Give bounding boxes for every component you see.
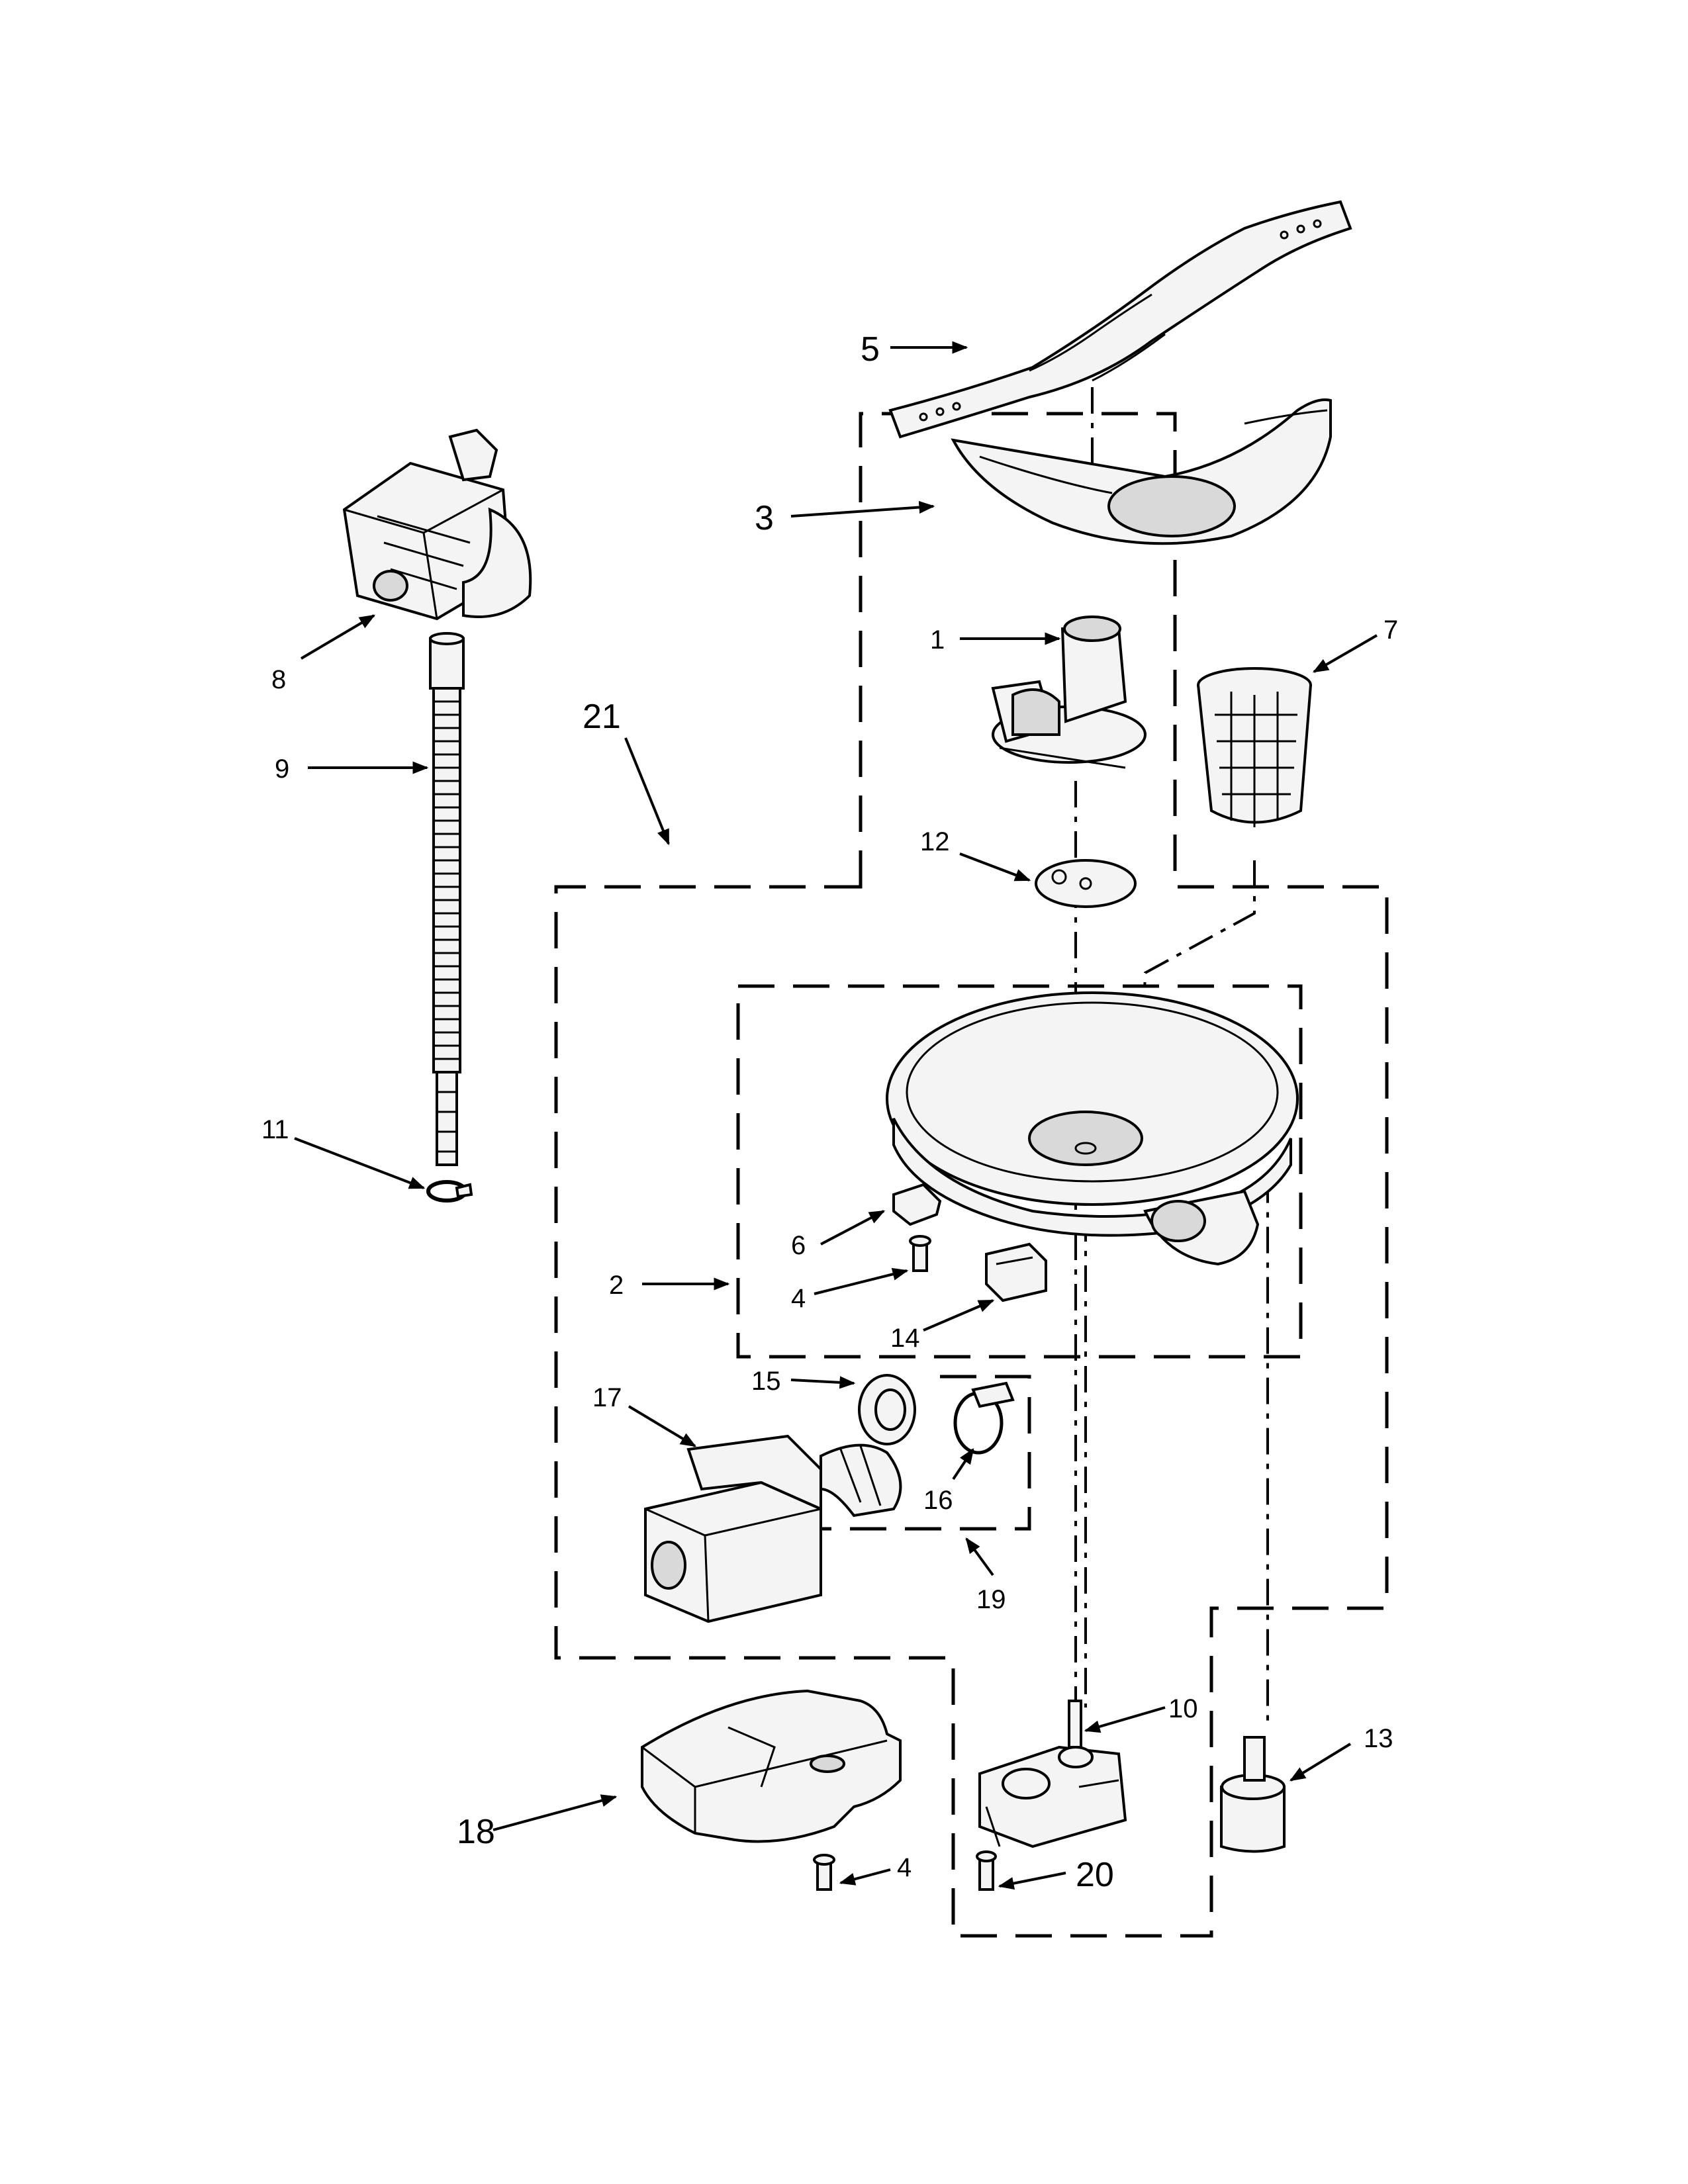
callout-14: 14 [890,1324,920,1353]
callout-8: 8 [271,665,286,694]
callout-21: 21 [583,698,621,736]
callout-15: 15 [751,1367,781,1396]
sump-cover [641,1689,902,1843]
callout-3: 3 [755,499,774,537]
screw-upper [909,1235,931,1272]
clip-part-6 [892,1183,942,1226]
sump-assembly [886,991,1299,1266]
assembly-19-boundary [802,1375,1031,1531]
callout-17: 17 [592,1383,622,1412]
hose-clamp-16 [953,1381,1015,1455]
circulation-pump [644,1434,902,1623]
float-part-14 [985,1242,1047,1302]
hose-clamp-11 [426,1180,473,1203]
seal-disc [1035,859,1137,908]
callout-4-lower: 4 [897,1853,912,1882]
callout-19: 19 [976,1585,1006,1614]
callout-5: 5 [861,330,880,369]
centerline-sensor [1254,1183,1269,1721]
pump-seal [858,1374,916,1445]
callout-6: 6 [791,1231,806,1260]
callout-7: 7 [1383,615,1398,645]
screw-20 [976,1850,997,1891]
assembly-2-boundary [736,984,1303,1359]
lower-spray-arm [888,200,1352,439]
drain-pump [342,428,532,621]
callout-13: 13 [1364,1724,1393,1753]
callout-2: 2 [609,1271,624,1300]
callout-12: 12 [920,827,950,856]
callout-10: 10 [1168,1694,1198,1723]
callout-11: 11 [261,1115,289,1144]
callout-4-upper: 4 [791,1284,806,1313]
callout-1: 1 [930,625,945,655]
filter-basket [1197,667,1312,827]
sensor-part-13 [1220,1736,1286,1853]
leader-lines [294,341,1378,1890]
drain-hose [429,632,465,1166]
callout-16: 16 [923,1486,953,1515]
callout-9: 9 [275,754,289,784]
diverter-hub [991,615,1147,769]
assembly-21-boundary [554,412,1389,1938]
screw-lower [813,1854,835,1891]
spray-arm-shroud [951,398,1332,545]
callout-18: 18 [457,1813,495,1851]
callout-20: 20 [1076,1856,1114,1894]
diverter-motor [978,1700,1127,1848]
